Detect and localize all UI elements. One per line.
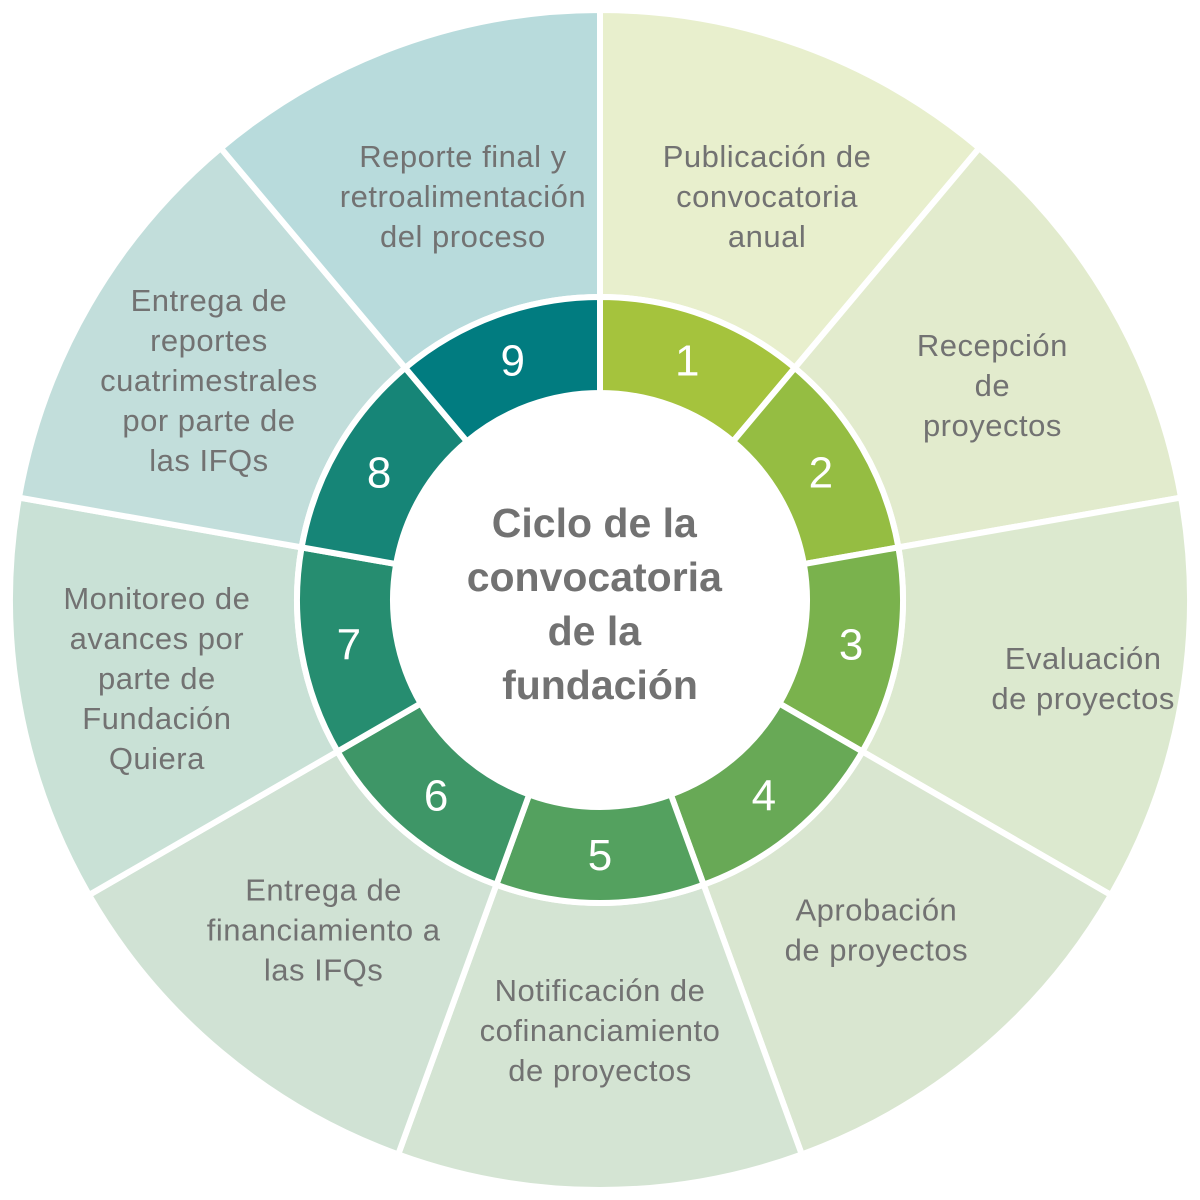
step-label-line: reportes: [150, 323, 268, 358]
center-title-line: Ciclo de la: [492, 500, 698, 546]
step-label-line: cuatrimestrales: [100, 363, 318, 398]
step-label-line: anual: [728, 219, 806, 254]
step-label-line: Recepción: [917, 328, 1068, 363]
step-label-8: Entrega de reportes cuatrimestrales por par…: [100, 283, 318, 478]
center-title-line: convocatoria: [467, 554, 723, 600]
step-label-line: Publicación de: [663, 139, 872, 174]
step-label-9: Reporte final y retroalimentación del proc…: [340, 139, 586, 254]
step-label-7: Monitoreo de avances por parte de Fundación…: [63, 581, 250, 776]
step-number-3: 3: [839, 620, 863, 669]
step-number-5: 5: [588, 831, 612, 880]
step-number-4: 4: [752, 771, 776, 820]
step-label-line: Aprobación: [795, 892, 957, 927]
step-label-line: avances por: [70, 621, 244, 656]
step-label-2: Recepción de proyectos: [917, 328, 1068, 443]
step-label-line: de proyectos: [991, 681, 1175, 716]
step-label-line: del proceso: [380, 219, 546, 254]
step-label-line: financiamiento a: [207, 912, 441, 947]
step-label-3: Evaluación de proyectos: [991, 641, 1175, 716]
outer-ring: [7, 6, 1193, 1193]
step-label-line: Notificación de: [495, 973, 706, 1008]
step-label-line: Monitoreo de: [63, 581, 250, 616]
step-label-line: retroalimentación: [340, 179, 586, 214]
outer-labels: Publicación de convocatoria anualRecepción…: [63, 139, 1175, 1088]
step-label-line: Entrega de: [245, 872, 402, 907]
step-label-line: las IFQs: [149, 443, 268, 478]
step-label-1: Publicación de convocatoria anual: [663, 139, 872, 254]
step-label-line: de proyectos: [508, 1053, 692, 1088]
step-label-line: Evaluación: [1005, 641, 1162, 676]
inner-ring: [294, 293, 906, 906]
step-label-line: Entrega de: [131, 283, 288, 318]
center-title: Ciclo de la convocatoria de la fundación: [467, 500, 734, 708]
center-circle: [393, 393, 807, 807]
step-number-8: 8: [367, 449, 391, 498]
step-label-line: cofinanciamiento: [480, 1013, 721, 1048]
step-label-5: Notificación de cofinanciamiento de proyec…: [480, 973, 721, 1088]
step-number-6: 6: [424, 771, 448, 820]
step-number-9: 9: [501, 336, 525, 385]
step-label-line: convocatoria: [676, 179, 858, 214]
step-number-2: 2: [809, 449, 833, 498]
step-label-line: parte de: [98, 661, 216, 696]
step-label-line: las IFQs: [264, 952, 383, 987]
step-label-6: Entrega de financiamiento a las IFQs: [207, 872, 441, 987]
step-label-line: por parte de: [122, 403, 295, 438]
center-title-line: de la: [548, 608, 643, 654]
step-label-line: Fundación: [82, 701, 231, 736]
step-label-line: proyectos: [923, 408, 1062, 443]
step-label-line: de: [975, 368, 1010, 403]
step-number-1: 1: [675, 336, 699, 385]
step-label-4: Aprobación de proyectos: [785, 892, 969, 967]
step-label-line: de proyectos: [785, 932, 969, 967]
center-title-line: fundación: [502, 662, 698, 708]
step-number-7: 7: [337, 620, 361, 669]
step-label-line: Reporte final y: [359, 139, 566, 174]
step-numbers: 1 2 3 4 5 6 7 8 9: [337, 336, 864, 880]
step-label-line: Quiera: [109, 741, 205, 776]
